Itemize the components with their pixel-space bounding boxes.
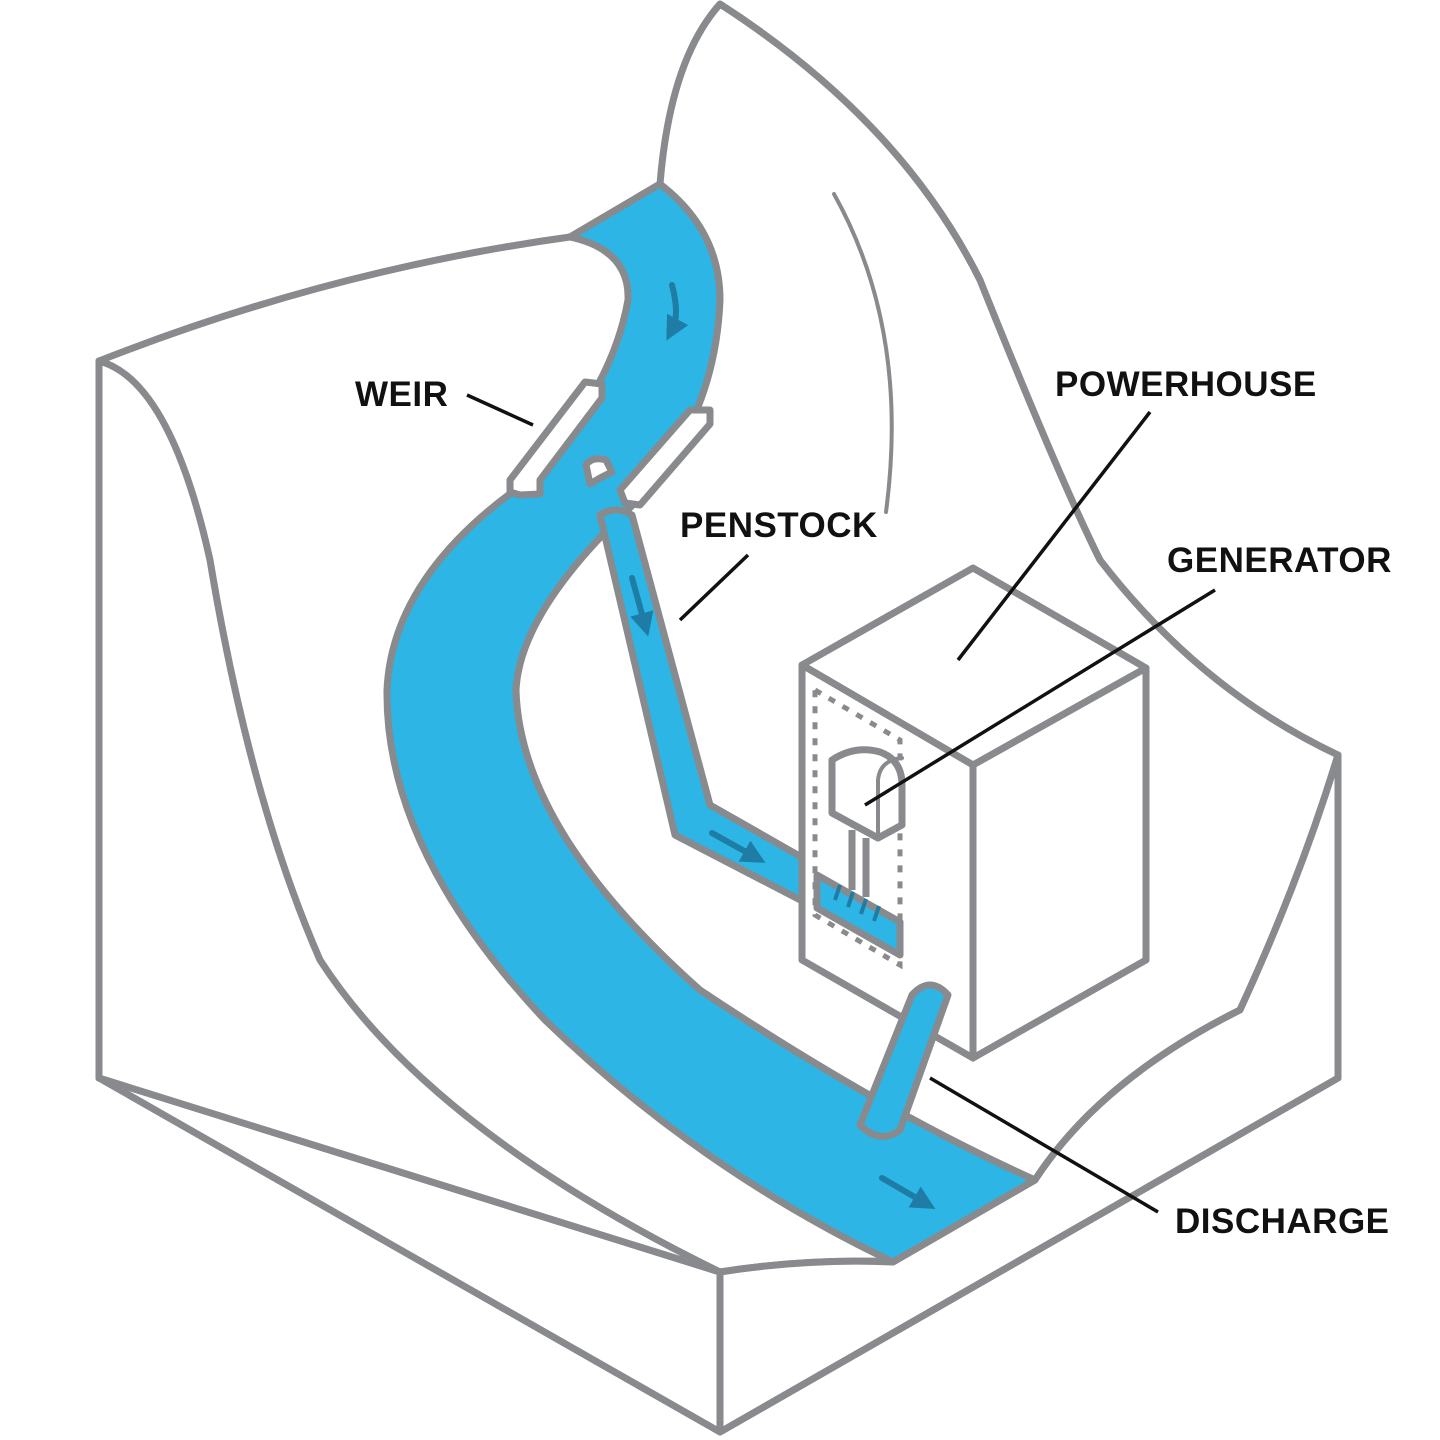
discharge-label: DISCHARGE: [1175, 1202, 1390, 1241]
discharge-pipe: [856, 981, 952, 1140]
powerhouse-label: POWERHOUSE: [1055, 365, 1317, 404]
generator-leader: [864, 588, 1216, 807]
generator-housing-edge: [876, 756, 904, 840]
terrain-base-front: [716, 751, 1342, 1436]
weir-left-block: [506, 378, 606, 499]
penstock-leader: [678, 553, 750, 622]
generator-label: GENERATOR: [1167, 541, 1392, 580]
flow-arrow-horizontal: [709, 830, 766, 863]
leader-lines: [466, 393, 1216, 1214]
powerhouse-leader: [956, 410, 1152, 662]
penstock-label: PENSTOCK: [680, 506, 878, 545]
ridge-line: [832, 192, 894, 514]
generator-housing: [828, 746, 906, 842]
weir-right-block: [616, 406, 714, 509]
weir-label: WEIR: [355, 375, 448, 414]
discharge-leader: [929, 1076, 1159, 1214]
weir-leader: [466, 393, 534, 427]
turbine-blades: [833, 884, 881, 922]
powerhouse: [798, 564, 1150, 1062]
flow-arrow-upper: [666, 282, 689, 341]
flow-arrow-penstock: [629, 575, 654, 637]
terrain: [95, 0, 1342, 1436]
weir-intake: [582, 455, 616, 488]
hill-slope-left: [95, 357, 724, 1276]
labels: WEIR PENSTOCK POWERHOUSE GENERATOR DISCH…: [355, 365, 1392, 1241]
flow-arrow-river-exit: [879, 1175, 936, 1210]
powerhouse-cutaway: [812, 685, 903, 970]
weir: [506, 378, 714, 509]
